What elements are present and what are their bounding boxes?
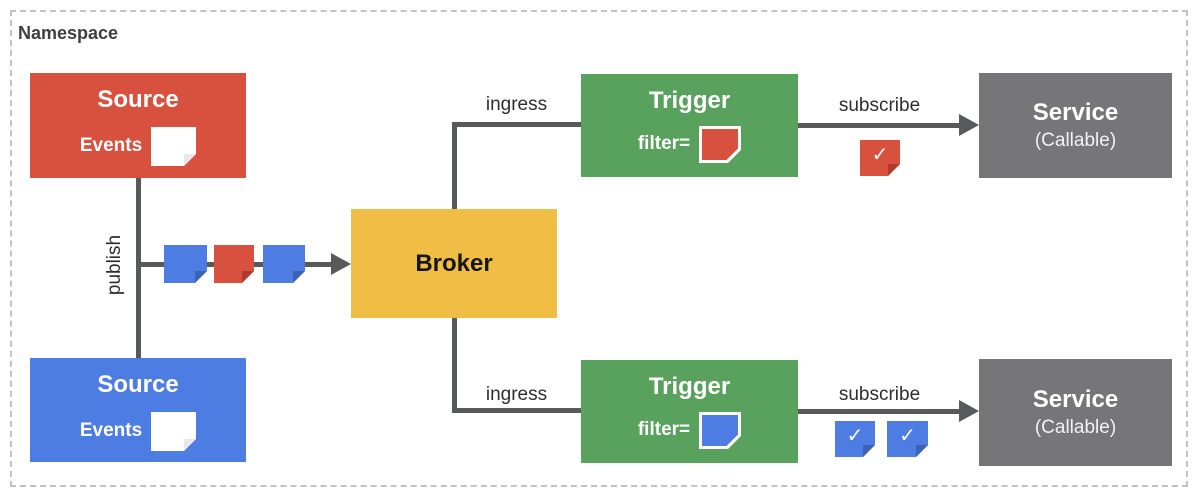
ingress-bottom-label: ingress [485,384,548,405]
service-top-node: Service (Callable) [979,73,1172,178]
trigger-top-node: Trigger filter= [581,74,798,177]
service-bottom-node: Service (Callable) [979,359,1172,466]
source-red-node: Source Events [30,73,246,178]
white-event-note-icon [151,126,197,166]
checkmark-glyph: ✓ [871,143,889,166]
subscribe-bottom-label: subscribe [838,384,921,405]
events-label: Events [79,135,143,157]
service-title: Service [1032,98,1119,126]
white-event-note-icon [151,411,197,451]
filter-label: filter= [637,133,691,155]
arrowhead-into-broker [331,253,351,275]
subscribe-bottom-line [798,409,961,414]
publish-line-vertical [136,178,141,358]
service-subtitle: (Callable) [1034,417,1117,439]
checkmark-glyph: ✓ [846,424,864,447]
ingress-bottom-line-horizontal [452,408,581,413]
ingress-top-label: ingress [485,94,548,115]
subscribe-top-line [798,123,961,128]
service-title: Service [1032,385,1119,413]
service-subtitle: (Callable) [1034,130,1117,152]
filter-note-blue-icon [699,411,742,449]
event-note-blue-icon [164,245,207,283]
trigger-title: Trigger [648,373,731,400]
arrowhead-into-service-top [959,114,979,136]
check-note-blue-icon: ✓ [835,421,875,457]
subscribe-top-label: subscribe [838,95,921,116]
ingress-top-line-vertical [452,122,457,209]
ingress-bottom-line-vertical [452,318,457,413]
namespace-boundary [10,10,1188,487]
arrowhead-into-service-bottom [959,400,979,422]
event-note-red-icon [214,245,254,283]
source-title: Source [97,371,179,398]
check-note-red-icon: ✓ [860,140,900,176]
checkmark-glyph: ✓ [899,424,916,447]
source-blue-node: Source Events [30,358,246,462]
filter-note-red-icon [699,125,742,163]
ingress-top-line-horizontal [452,122,581,127]
trigger-title: Trigger [648,87,731,114]
namespace-label: Namespace [18,23,119,43]
events-label: Events [79,420,143,442]
source-title: Source [97,86,179,113]
filter-label: filter= [637,419,691,441]
trigger-bottom-node: Trigger filter= [581,360,798,463]
broker-title: Broker [415,249,493,277]
publish-label: publish [104,234,125,296]
broker-node: Broker [351,209,557,318]
event-note-blue-icon [263,245,305,283]
check-note-blue-icon: ✓ [887,421,928,457]
